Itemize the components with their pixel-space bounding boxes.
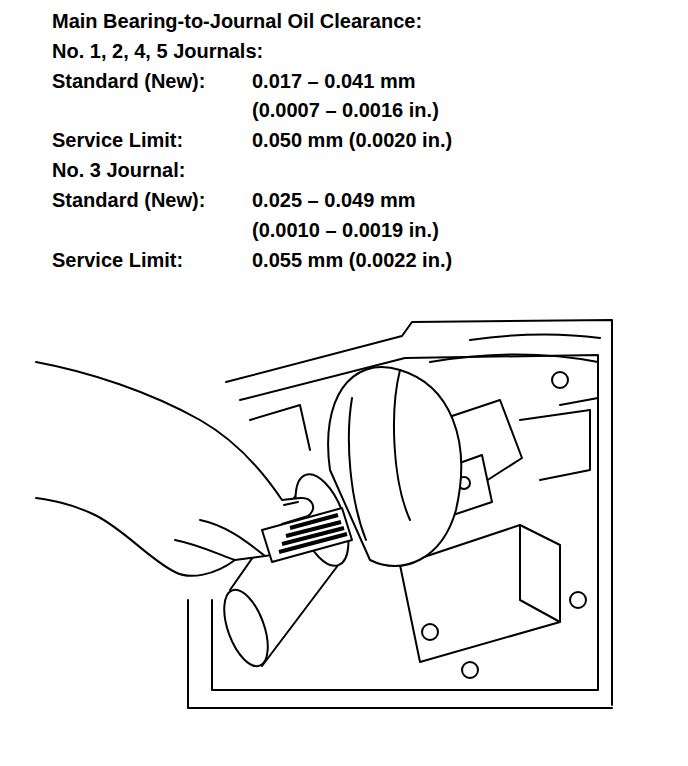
cylinder-bore <box>430 334 600 405</box>
spec-text: 0.025 – 0.049 mm <box>252 188 415 212</box>
spec-text: No. 3 Journal: <box>52 158 185 182</box>
spec-text: Service Limit: <box>52 248 183 272</box>
spec-title: Main Bearing-to-Journal Oil Clearance: <box>52 9 422 33</box>
spec-text: Standard (New): <box>52 188 205 212</box>
plastigage-strip <box>262 508 352 562</box>
spec-text: 0.050 mm (0.0020 in.) <box>252 128 452 152</box>
bolt-hole <box>462 662 478 678</box>
spec-text: 0.017 – 0.041 mm <box>252 69 415 93</box>
bolt-hole <box>422 624 438 640</box>
bolt-hole <box>552 372 568 388</box>
strip-stripes <box>279 515 347 552</box>
spec-text: Standard (New): <box>52 69 205 93</box>
bolt-hole <box>570 592 586 608</box>
spec-text: No. 1, 2, 4, 5 Journals: <box>52 39 263 63</box>
spec-text: 0.055 mm (0.0022 in.) <box>252 248 452 272</box>
counterweight-face <box>349 370 410 540</box>
spec-text: (0.0007 – 0.0016 in.) <box>252 98 439 122</box>
shaft-end <box>215 584 276 671</box>
spec-text: Service Limit: <box>52 128 183 152</box>
spec-text: (0.0010 – 0.0019 in.) <box>252 218 439 242</box>
